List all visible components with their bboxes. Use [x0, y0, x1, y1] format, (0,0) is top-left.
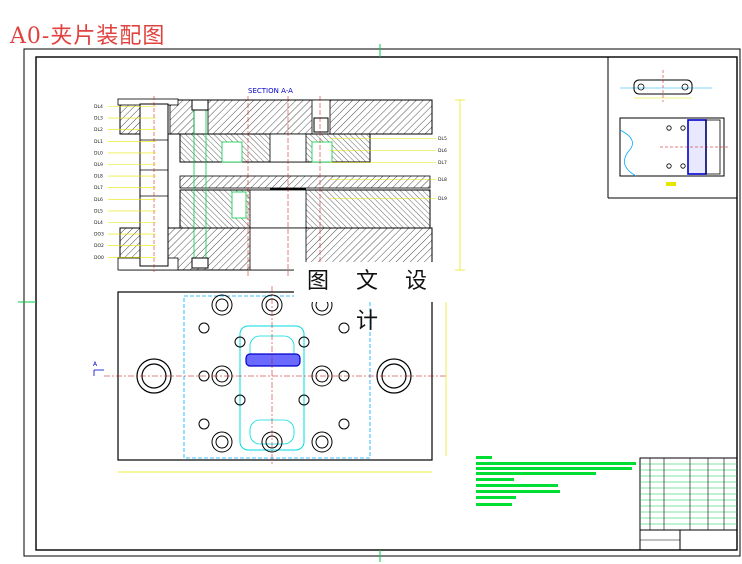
bolt-hole [311, 431, 333, 453]
callout-label-left: DL8 [94, 174, 103, 180]
drawing-title: A0-夹片装配图 [10, 24, 166, 49]
bolt-hole [211, 294, 233, 316]
callout-label-left: DL4 [94, 220, 103, 226]
callout-label-left: DO0 [94, 255, 104, 261]
pin-hole [234, 394, 246, 406]
pin-hole [298, 394, 310, 406]
pin-hole [234, 336, 246, 348]
callout-label-left: DL1 [94, 139, 103, 145]
section-label: SECTION A-A [248, 87, 293, 95]
callout-label-left: DO2 [94, 243, 104, 249]
watermark-text: 图 文 设 计 [294, 262, 450, 334]
callout-label-left: DL2 [94, 127, 103, 133]
callout-label-left: DO3 [94, 232, 104, 238]
pin-hole [338, 418, 350, 430]
callout-label-left: DL6 [94, 197, 103, 203]
callout-label-right: DL6 [438, 148, 447, 154]
callout-label-left: DL4 [94, 104, 103, 110]
callout-label-left: DL3 [94, 116, 103, 122]
pin-hole [338, 322, 350, 334]
callout-label-right: DL9 [438, 196, 447, 202]
section-view [117, 96, 465, 278]
pin-hole [198, 322, 210, 334]
inner-frame [35, 56, 738, 551]
plan-view: A [93, 286, 447, 473]
pin-hole [198, 418, 210, 430]
notes-block [476, 456, 636, 506]
pin-hole [298, 336, 310, 348]
callout-label-left: DL7 [94, 185, 103, 191]
view-marker-a: A [93, 361, 98, 368]
callout-label-left: DL0 [94, 150, 103, 156]
callout-label-right: DL7 [438, 160, 447, 166]
bolt-hole [211, 431, 233, 453]
title-block [639, 457, 738, 551]
callout-label-left: DL5 [94, 208, 103, 214]
callout-label-right: DL5 [438, 136, 447, 142]
detail-view [607, 57, 737, 199]
callout-label-right: DL8 [438, 177, 447, 183]
callout-label-left: DL9 [94, 162, 103, 168]
left-callouts: DL4DL3DL2DL1DL0DL9DL8DL7DL6DL5DL4DO3DO2D… [94, 104, 156, 261]
frame-markers [18, 44, 381, 562]
